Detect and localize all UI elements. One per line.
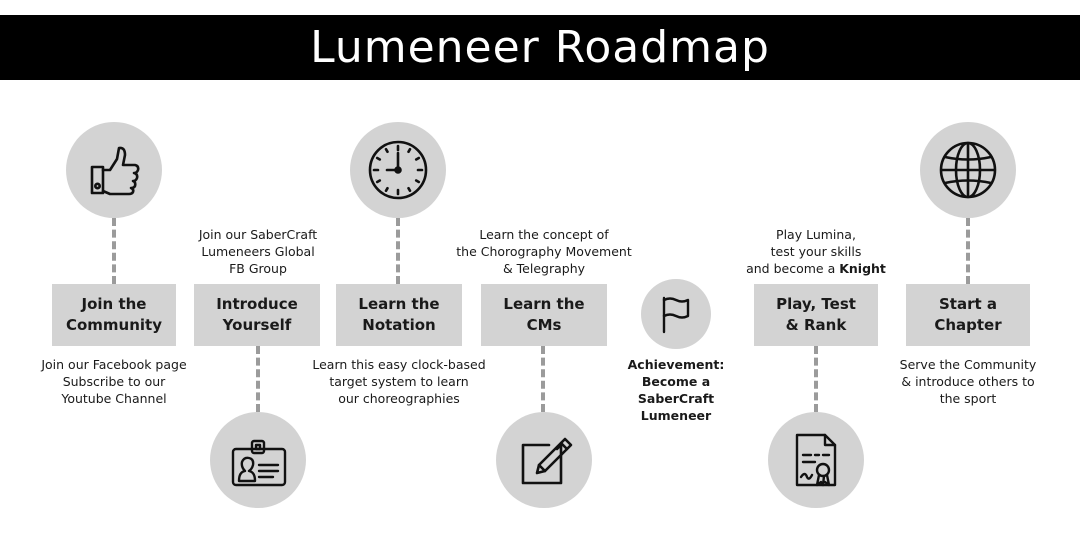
step-play-test-rank: Play, Test & Rank bbox=[754, 284, 878, 346]
connector-line bbox=[814, 346, 818, 412]
id-badge-circle bbox=[210, 412, 306, 508]
step-label: Join the Community bbox=[65, 295, 163, 334]
connector-line bbox=[966, 218, 970, 284]
pencil-edit-icon bbox=[509, 425, 579, 495]
id-badge-icon bbox=[223, 425, 293, 495]
step-note: Play Lumina, test your skills and become… bbox=[726, 226, 906, 277]
step-note: Join our Facebook page Subscribe to our … bbox=[41, 357, 187, 406]
thumbs-up-circle bbox=[66, 122, 162, 218]
flag-icon bbox=[652, 290, 700, 338]
step-note: Join our SaberCraft Lumeneers Global FB … bbox=[198, 227, 318, 276]
step-learn-notation: Learn the Notation bbox=[336, 284, 462, 346]
globe-icon bbox=[933, 135, 1003, 205]
step-introduce-yourself: Introduce Yourself bbox=[194, 284, 320, 346]
connector-line bbox=[541, 346, 545, 412]
step-label: Introduce Yourself bbox=[216, 295, 298, 334]
certificate-icon bbox=[781, 425, 851, 495]
certificate-circle bbox=[768, 412, 864, 508]
clock-circle bbox=[350, 122, 446, 218]
pencil-edit-circle bbox=[496, 412, 592, 508]
step-label: Play, Test & Rank bbox=[776, 295, 856, 334]
note-bold-text: Knight bbox=[839, 261, 886, 276]
title-bar: Lumeneer Roadmap bbox=[0, 15, 1080, 80]
step-label: Learn the Notation bbox=[358, 295, 440, 334]
step-join-community: Join the Community bbox=[52, 284, 176, 346]
step-label: Learn the CMs bbox=[503, 295, 585, 334]
step-start-chapter: Start a Chapter bbox=[906, 284, 1030, 346]
clock-icon bbox=[363, 135, 433, 205]
step-label: Start a Chapter bbox=[934, 295, 1002, 334]
achievement-text: Achievement: Become a SaberCraft Lumenee… bbox=[627, 357, 725, 423]
globe-circle bbox=[920, 122, 1016, 218]
flag-circle bbox=[641, 279, 711, 349]
note-text: Play Lumina, test your skills and become… bbox=[746, 227, 862, 276]
step-note: Learn the concept of the Chorography Mov… bbox=[456, 227, 632, 276]
step-note: Learn this easy clock-based target syste… bbox=[312, 357, 486, 406]
thumbs-up-icon bbox=[79, 135, 149, 205]
connector-line bbox=[256, 346, 260, 412]
connector-line bbox=[396, 218, 400, 284]
step-note: Serve the Community & introduce others t… bbox=[899, 357, 1037, 406]
step-learn-cms: Learn the CMs bbox=[481, 284, 607, 346]
page-title: Lumeneer Roadmap bbox=[310, 22, 770, 73]
connector-line bbox=[112, 218, 116, 284]
